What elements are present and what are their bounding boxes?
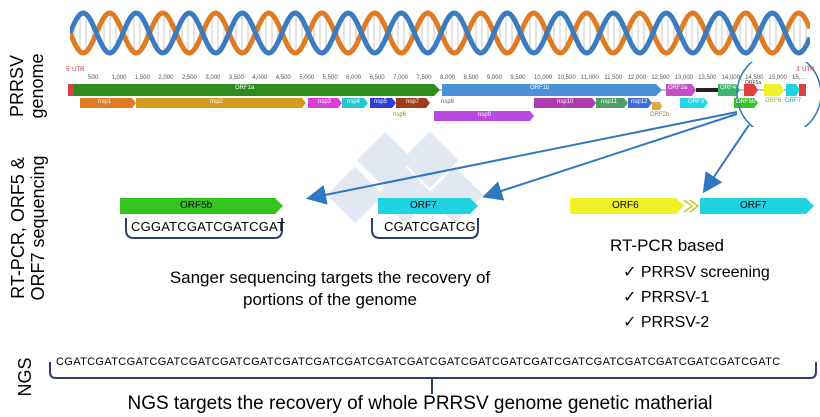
nsp7-bar (396, 98, 430, 108)
ruler-tick-label: 4,000 (252, 75, 268, 81)
ruler-tick-label: 12,000 (627, 75, 647, 81)
ruler-tick-label: 4,500 (275, 75, 291, 81)
ruler-tick-label: 9,000 (486, 75, 502, 81)
orf1a-bar (74, 84, 440, 96)
genome-map (68, 62, 820, 127)
nsp4-bar (342, 98, 368, 108)
nsp5-bar (370, 98, 396, 108)
ruler-tick-label: 13,500 (698, 75, 717, 81)
ruler-tick-label: 1,500 (134, 75, 150, 81)
nsp6-label: nsp6 (393, 112, 407, 118)
orf2a-bar (666, 84, 696, 96)
ruler-tick-label: 11,500 (604, 75, 623, 81)
orf5b-target-label: ORF5b (180, 200, 213, 211)
orf2a-label: ORF2a (668, 85, 688, 91)
orf7-sequence: CGATCGATCG (384, 219, 476, 234)
nsp5-label: nsp5 (374, 99, 388, 105)
ruler-tick-label: 6,500 (369, 75, 385, 81)
orf3-bar (680, 98, 708, 108)
ngs-caption: NGS targets the recovery of whole PRRSV … (127, 393, 713, 414)
nsp11-label: nsp11 (601, 99, 617, 105)
nsp1-bar (80, 98, 136, 108)
nsp9-label: nsp9 (478, 112, 492, 118)
nsp10-bar (534, 98, 596, 108)
orf5a-label: ORF5a (745, 80, 762, 86)
orf1a-label: ORF1a (235, 85, 255, 91)
orf5a-bar (744, 84, 758, 96)
orf2b-label: ORF2b (650, 112, 670, 118)
ruler-tick-label: 2,000 (158, 75, 174, 81)
orf5b-small-label: ORF5b (736, 99, 756, 105)
utr3-marker (799, 84, 806, 96)
ruler-tick-label: 15,000 (768, 75, 787, 81)
rtpcr-item-1: ✓ PRRSV screening (623, 264, 770, 281)
ruler-tick-label: 13,000 (674, 75, 694, 81)
orf7-small-label: ORF7 (785, 98, 802, 104)
nsp11-bar (596, 98, 628, 108)
ruler-tick-label: 3,000 (205, 75, 221, 81)
ruler-tick-label: 7,500 (416, 75, 432, 81)
orf6-small-bar (764, 84, 784, 96)
nsp7-label: nsp7 (406, 99, 420, 105)
orf5b-small-bar (734, 98, 758, 108)
ruler-tick-label: 8,500 (463, 75, 479, 81)
nsp1-label: nsp1 (98, 99, 112, 105)
zoom-circle (736, 62, 820, 127)
ruler-tick-label: 6,000 (346, 75, 362, 81)
ruler-tick-label: 3,500 (228, 75, 244, 81)
orf5b-target-bar (120, 198, 283, 214)
orf4-bar (718, 84, 740, 96)
nsp12-bar (628, 98, 652, 108)
ruler-tick-label: 14,000 (721, 75, 740, 81)
orf1b-label: ORF1b (530, 85, 550, 91)
orf3-label: ORF3 (688, 99, 705, 105)
orf6-small-label: ORF6 (765, 98, 782, 104)
ruler-tick-label: 11,000 (580, 75, 599, 81)
rtpcr-item-3: ✓ PRRSV-2 (623, 314, 710, 331)
orf2b-bar (652, 102, 662, 110)
sanger-caption: Sanger sequencing targets the recovery o… (169, 268, 491, 309)
ruler-tick-label: 1,000 (111, 75, 127, 81)
orf7-target-label: ORF7 (410, 200, 437, 211)
orf5b-sequence: CGGATCGATCGATCGAT (131, 219, 286, 234)
orf7-small-bar (786, 84, 800, 96)
ruler-tick-label: 7,000 (393, 75, 409, 81)
nsp10-label: nsp10 (557, 99, 574, 105)
rtpcr-item-2: ✓ PRRSV-1 (623, 289, 710, 306)
orf7b-target-label: ORF7 (740, 200, 767, 211)
ruler-tick-label: 15,... (792, 75, 806, 81)
ruler-tick-label: 5,500 (322, 75, 338, 81)
orf6-orf7-target-bar (570, 198, 814, 214)
nsp8-label: nsp8 (441, 99, 455, 105)
orf4-label: ORF4 (720, 85, 737, 91)
nsp2-bar (136, 98, 306, 108)
nsp3-label: nsp3 (318, 99, 332, 105)
ruler-tick-label: 5,000 (299, 75, 315, 81)
ngs-sequence: CGATCGATCGATCGATCGATCGATCGATCGATCGATCGAT… (56, 356, 781, 368)
ruler-tick-label: 14,500 (745, 75, 764, 81)
orf7-target-bar (378, 198, 478, 214)
ruler-tick-label: 500 (88, 75, 99, 81)
ruler-tick-label: 9,500 (510, 75, 526, 81)
nsp12-label: nsp12 (631, 99, 648, 105)
utr5-marker (68, 84, 75, 96)
utr5-label: 5' UTR (66, 67, 85, 73)
ruler-tick-label: 10,500 (557, 75, 576, 81)
utr3-label: 3' UTR (796, 67, 815, 73)
nsp9-bar (434, 111, 534, 121)
nsp2-label: nsp2 (210, 99, 224, 105)
ruler-tick-label: 12,500 (651, 75, 670, 81)
nsp3-bar (308, 98, 342, 108)
nsp4-label: nsp4 (347, 99, 361, 105)
ruler-tick-label: 10,000 (533, 75, 553, 81)
orf6-target-label: ORF6 (612, 200, 639, 211)
orf1b-bar (442, 84, 662, 96)
ruler-tick-label: 2,500 (181, 75, 197, 81)
dna-helix-graphic (70, 10, 810, 56)
ruler-tick-label: 8,000 (440, 75, 456, 81)
rtpcr-title: RT-PCR based (610, 236, 725, 255)
